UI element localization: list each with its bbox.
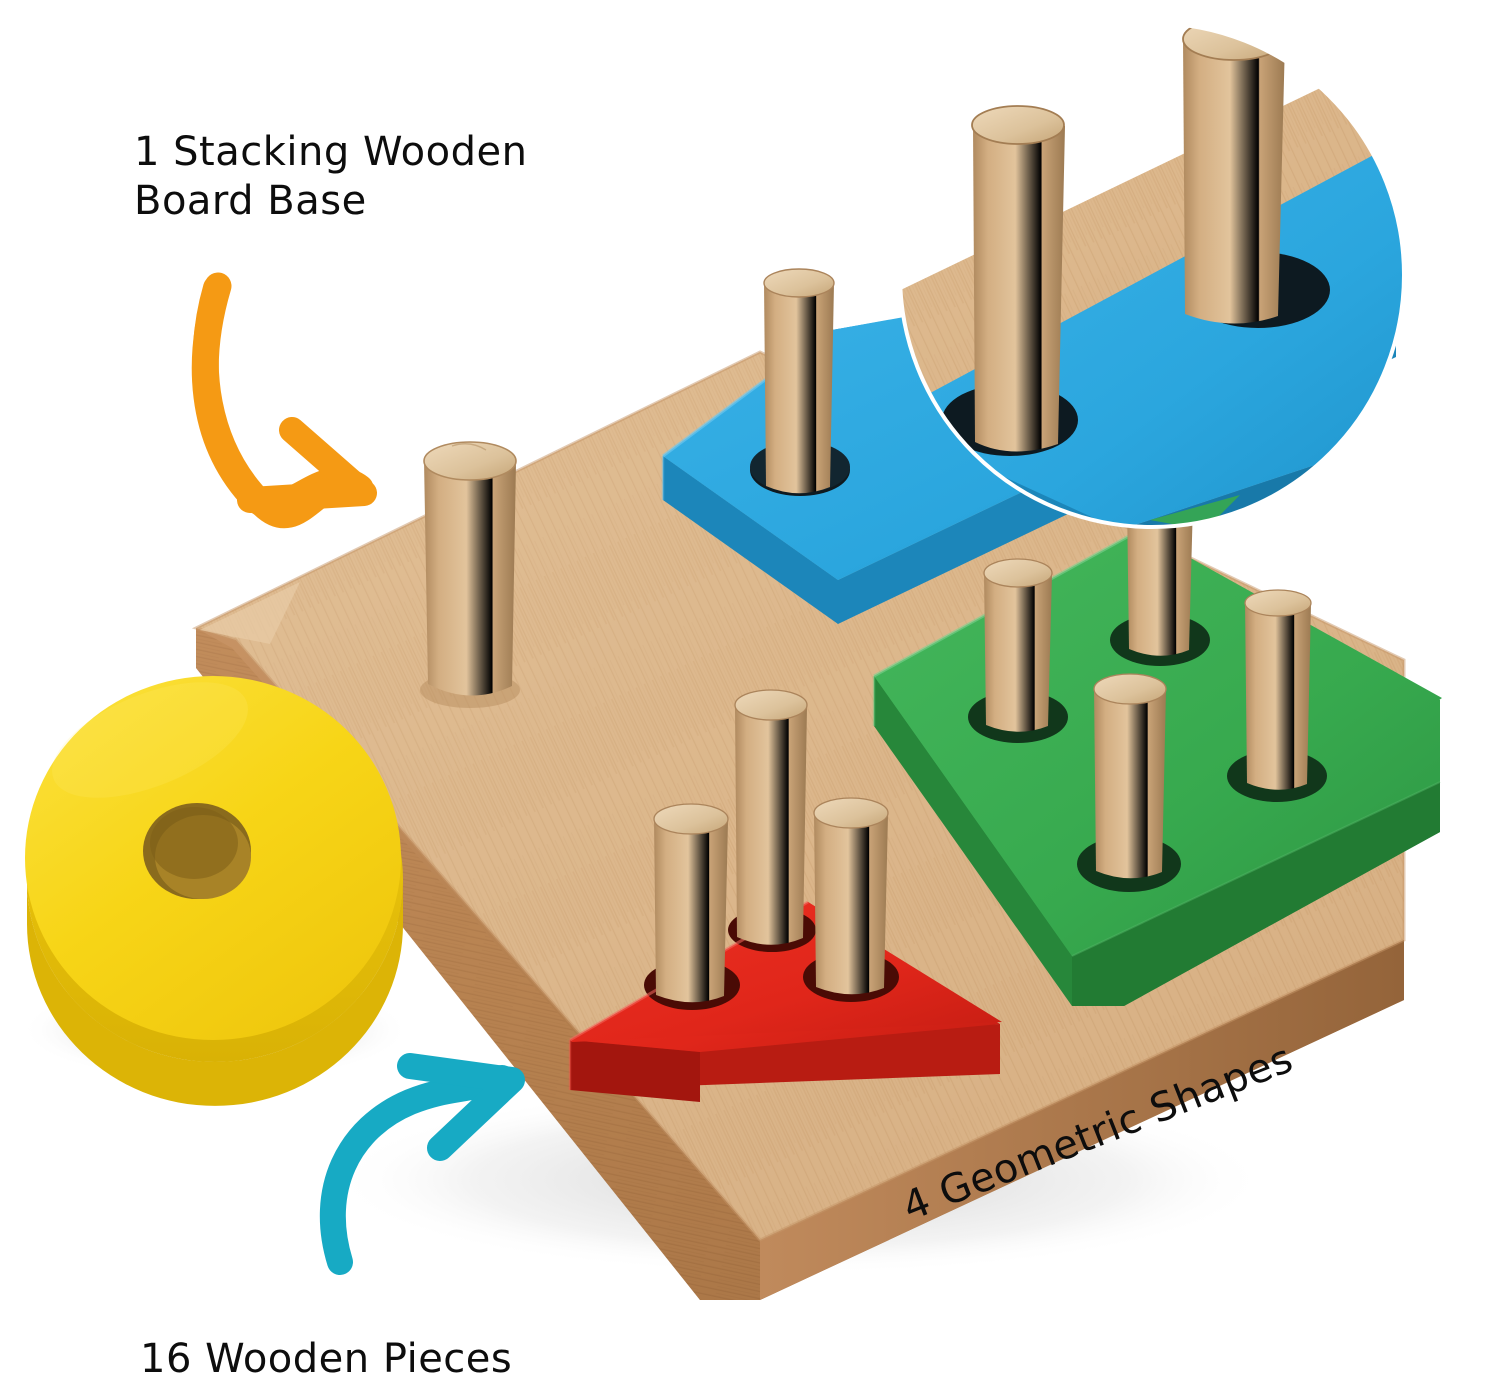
dowel-peg — [813, 797, 889, 995]
dowel-peg — [1244, 589, 1312, 790]
curved-arrow-up-right-icon — [319, 1053, 525, 1275]
dowel-peg — [420, 441, 520, 708]
callout-wooden-pieces-label: 16 Wooden Pieces — [140, 1336, 513, 1382]
dowel-peg — [983, 558, 1053, 732]
dowel-peg — [1093, 673, 1167, 879]
magnified-detail-circle — [898, 21, 1406, 529]
dowel-peg — [763, 268, 835, 494]
dowel-peg — [653, 803, 729, 1003]
dowel-peg — [734, 689, 808, 945]
yellow-circle-shape — [25, 676, 403, 1106]
curved-arrow-down-right-icon — [191, 272, 377, 529]
callout-board-base-label: 1 Stacking Wooden Board Base — [134, 129, 528, 224]
